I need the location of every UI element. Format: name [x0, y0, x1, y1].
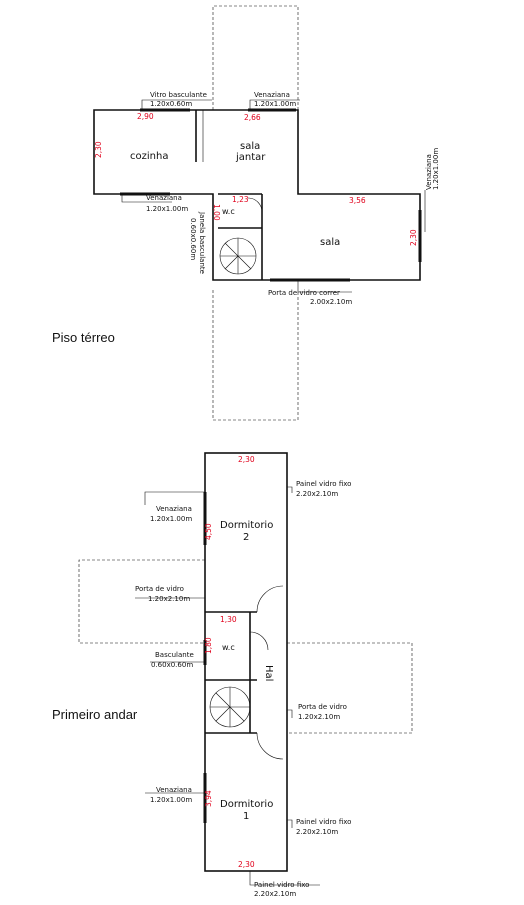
- leader-painel-bot: [249, 871, 320, 886]
- dim-1-23: 1,23: [232, 195, 249, 204]
- label-painel-bot-size: 2.20x2.10m: [254, 890, 296, 898]
- ground-floor-plan: cozinha sala jantar w.c sala Vitro bascu…: [93, 5, 440, 421]
- label-venez-right-size: 1.20x1.00m: [432, 148, 440, 190]
- wc-door-swing: [247, 197, 263, 213]
- room-sala: sala: [320, 237, 340, 248]
- leader-venez-top-first: [144, 491, 205, 505]
- dim-1-00: 1,00: [212, 204, 221, 221]
- leader-porta-vidro2: [287, 709, 293, 718]
- wc-door-swing-first: [249, 631, 269, 651]
- dim-1-80: 1,80: [204, 637, 213, 654]
- room-cozinha: cozinha: [130, 151, 168, 162]
- dim-3-56: 3,56: [349, 196, 366, 205]
- first-floor-plan: Dormitorio 2 w.c Hal Dormitorio 1 Painel…: [78, 452, 413, 898]
- dim-3-94: 3,94: [204, 790, 213, 807]
- ground-upper-dashed-outline: [212, 5, 299, 110]
- room-dormitorio-1-num: 1: [243, 811, 249, 822]
- room-dormitorio-2: Dormitorio: [220, 520, 273, 531]
- dim-2-90: 2,90: [137, 112, 154, 121]
- dim-2-30-right: 2,30: [409, 229, 418, 246]
- first-left-dashed-outline: [78, 559, 205, 644]
- label-porta-vidro2-size: 1.20x2.10m: [298, 713, 340, 721]
- label-venez-top-type: Venaziana: [254, 91, 290, 99]
- label-painel-mid-type: Painel vidro fixo: [296, 818, 351, 826]
- room-dormitorio-2-num: 2: [243, 532, 249, 543]
- room-dormitorio-1: Dormitorio: [220, 799, 273, 810]
- room-sala-jantar-2: jantar: [235, 152, 266, 163]
- label-venez-bot-first-size: 1.20x1.00m: [150, 796, 192, 804]
- leader-venaziana-top: [249, 99, 300, 110]
- label-porta-vidro-type: Porta de vidro: [135, 585, 184, 593]
- label-venez-bot-first-type: Venaziana: [156, 786, 192, 794]
- leader-venaziana-left: [121, 194, 172, 203]
- label-painel-top-size: 2.20x2.10m: [296, 490, 338, 498]
- first-right-dashed-outline: [287, 642, 413, 734]
- dim-2-66: 2,66: [244, 113, 261, 122]
- leader-vitro: [141, 99, 212, 110]
- ground-floor-caption: Piso térreo: [52, 330, 115, 345]
- label-venez-left-size: 1.20x1.00m: [146, 205, 188, 213]
- leader-painel-mid: [287, 819, 293, 828]
- dorm1-door-swing: [256, 732, 284, 760]
- label-basculante-type: Basculante: [155, 651, 194, 659]
- label-vitro-size: 1.20x0.60m: [150, 100, 192, 108]
- label-venez-top-first-type: Venaziana: [156, 505, 192, 513]
- room-wc: w.c: [222, 207, 235, 216]
- label-porta-type: Porta de vidro correr: [268, 289, 340, 297]
- label-painel-bot-type: Painel vidro fixo: [254, 881, 309, 889]
- label-janela-size: 0.60x0.60m: [189, 218, 197, 260]
- label-venez-right-type: Venaziana: [425, 154, 433, 190]
- dorm2-door-swing: [256, 585, 284, 613]
- label-venez-top-first-size: 1.20x1.00m: [150, 515, 192, 523]
- leader-porta: [297, 280, 352, 293]
- label-janela-type: Janela basculante: [198, 211, 206, 274]
- label-painel-top-type: Painel vidro fixo: [296, 480, 351, 488]
- dim-2-30-top: 2,30: [238, 455, 255, 464]
- label-porta-vidro-size: 1.20x2.10m: [148, 595, 190, 603]
- dim-1-30: 1,30: [220, 615, 237, 624]
- ground-lower-dashed-outline: [212, 290, 299, 421]
- label-vitro-type: Vitro basculante: [150, 91, 207, 99]
- dim-2-30-bottom: 2,30: [238, 860, 255, 869]
- leader-painel-top: [287, 486, 293, 493]
- first-floor-caption: Primeiro andar: [52, 707, 138, 722]
- room-sala-jantar-1: sala: [240, 141, 260, 152]
- room-wc-first: w.c: [222, 643, 235, 652]
- label-porta-vidro2-type: Porta de vidro: [298, 703, 347, 711]
- room-hall: Hal: [263, 665, 274, 681]
- first-spiral-stair: [209, 686, 251, 728]
- label-basculante-size: 0.60x0.60m: [151, 661, 193, 669]
- label-venez-left-type: Venaziana: [146, 194, 182, 202]
- ground-spiral-stair: [219, 237, 257, 275]
- dim-4-50: 4,50: [204, 523, 213, 540]
- label-porta-size: 2.00x2.10m: [310, 298, 352, 306]
- label-venez-top-size: 1.20x1.00m: [254, 100, 296, 108]
- dim-2-30-left: 2,30: [94, 141, 103, 158]
- label-painel-mid-size: 2.20x2.10m: [296, 828, 338, 836]
